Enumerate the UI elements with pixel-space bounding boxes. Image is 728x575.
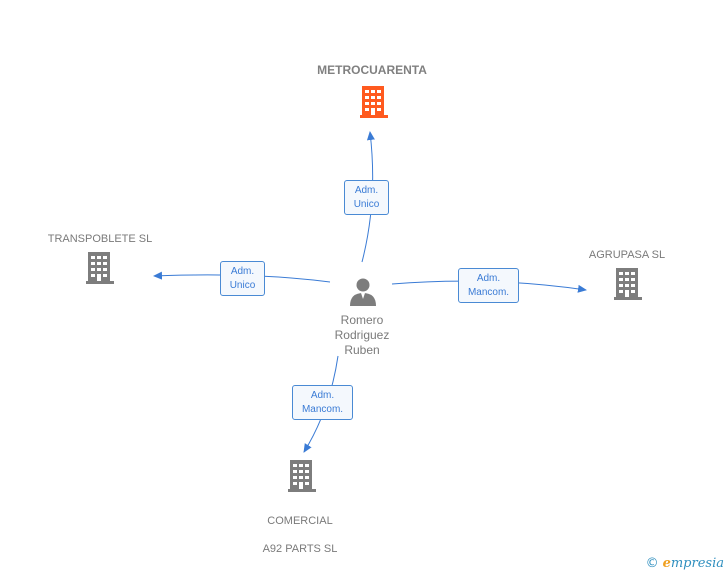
company-name-left[interactable]: TRANSPOBLETE SL (47, 233, 153, 245)
building-icon-left[interactable] (84, 250, 116, 286)
building-icon-right[interactable] (612, 266, 644, 302)
relation-box-top[interactable]: Adm. Unico (344, 180, 389, 215)
person-name[interactable]: Romero Rodriguez Ruben (334, 313, 390, 357)
relation-box-bottom[interactable]: Adm. Mancom. (292, 385, 353, 420)
brand-initial: e (662, 556, 671, 571)
person-icon[interactable] (348, 276, 378, 306)
company-name-right[interactable]: AGRUPASA SL (588, 249, 666, 261)
relation-box-right[interactable]: Adm. Mancom. (458, 268, 519, 303)
copyright-icon: © (645, 556, 659, 571)
relation-box-left[interactable]: Adm. Unico (220, 261, 265, 296)
company-name-bottom[interactable]: COMERCIAL A92 PARTS SL (262, 515, 338, 555)
brand-name: mpresia (670, 556, 724, 571)
building-icon-top[interactable] (358, 84, 390, 120)
building-icon-bottom[interactable] (286, 458, 318, 494)
empresia-watermark[interactable]: ©empresia (646, 556, 724, 571)
